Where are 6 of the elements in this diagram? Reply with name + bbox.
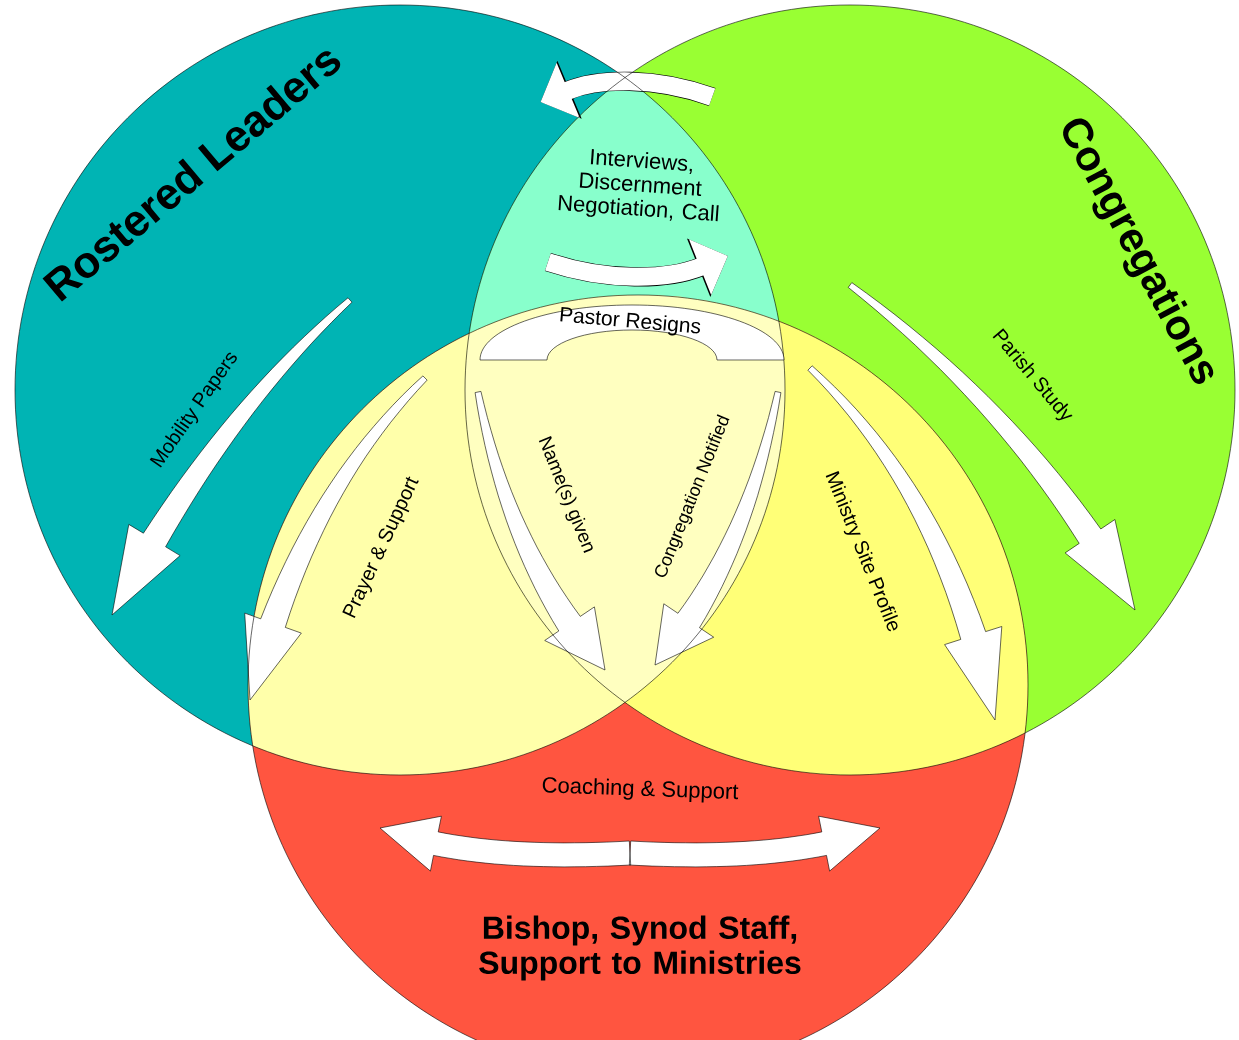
arch-label: Pastor Resigns <box>479 304 785 361</box>
venn-circle <box>464 4 1236 776</box>
arrow-label: Interviews, Discernment Negotiation, Call <box>558 149 719 222</box>
venn-circle <box>14 4 786 776</box>
arrow-label: Coaching & Support <box>542 777 739 803</box>
circle-title: Bishop, Synod Staff, Support to Ministries <box>479 915 801 981</box>
